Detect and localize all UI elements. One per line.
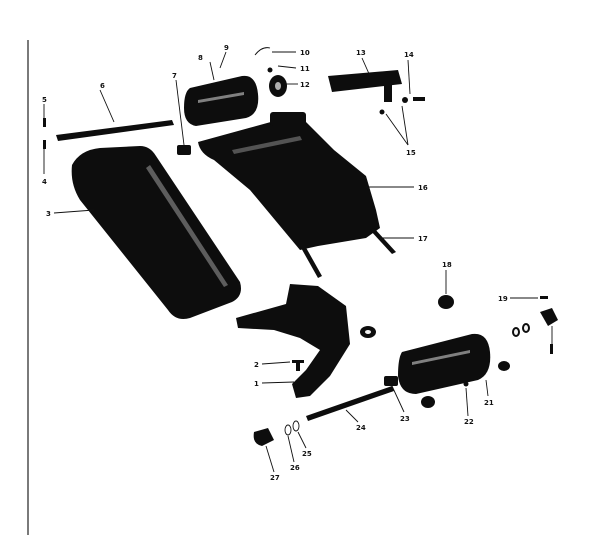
part-right-fittings [498,296,558,371]
callout-15: 15 [406,149,416,157]
part-pad [71,146,242,319]
callout-23: 23 [400,415,410,423]
callout-labels: 1 2 3 4 5 6 7 8 9 10 11 12 13 14 15 16 1… [42,44,508,482]
part-washer-bracket [360,326,376,338]
callout-22: 22 [464,418,474,426]
callout-2: 2 [254,361,259,369]
callout-7: 7 [172,72,177,80]
callout-17: 17 [418,235,428,243]
callout-12: 12 [300,81,310,89]
part-nut-18 [438,295,454,309]
callout-8: 8 [198,54,203,62]
part-pins-left [43,118,46,149]
part-rings-cap [253,420,300,446]
leader-lines [43,51,553,473]
callout-10: 10 [300,49,310,57]
callout-6: 6 [100,82,105,90]
callout-9: 9 [224,44,229,52]
callout-1: 1 [254,380,259,388]
part-bracket-bar [328,70,402,102]
callout-21: 21 [484,399,494,407]
part-nut-lower [384,376,469,408]
callout-25: 25 [302,450,312,458]
callout-3: 3 [46,210,51,218]
callout-16: 16 [418,184,428,192]
callout-4: 4 [42,178,47,186]
part-screw-2 [292,360,304,371]
callout-11: 11 [300,65,310,73]
callout-24: 24 [356,424,366,432]
part-rod-lower [306,386,394,421]
part-frame-plate [198,112,380,250]
callout-26: 26 [290,464,300,472]
part-fasteners [379,97,425,115]
part-rod-upper [56,120,174,141]
callout-18: 18 [442,261,452,269]
callout-14: 14 [404,51,414,59]
callout-5: 5 [42,96,47,104]
part-spring-knob [254,47,287,97]
callout-27: 27 [270,474,280,482]
part-roller-upper [184,75,259,126]
part-bushing-7 [177,145,191,155]
part-roller-lower [398,333,491,394]
callout-19: 19 [498,295,508,303]
callout-13: 13 [356,49,366,57]
part-shafts [300,228,396,278]
part-lower-bracket [236,284,350,398]
